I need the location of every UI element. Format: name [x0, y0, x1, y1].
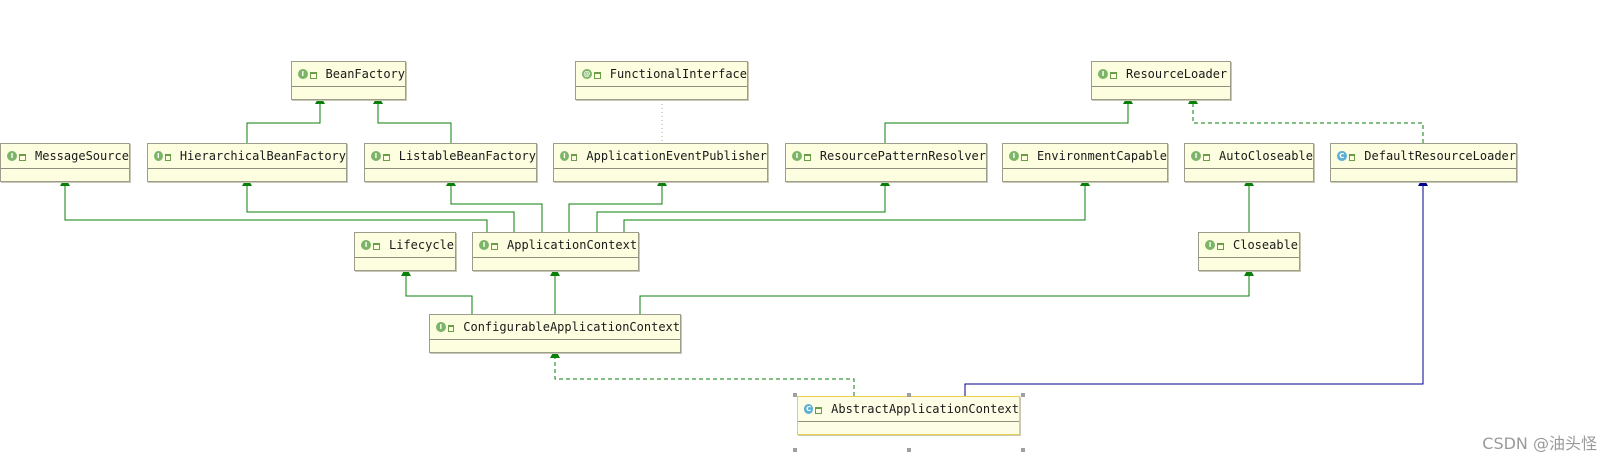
- node-label: ResourcePatternResolver: [819, 149, 986, 163]
- selection-handle[interactable]: [1021, 448, 1025, 452]
- lock-icon: [382, 153, 390, 161]
- node-label: MessageSource: [35, 149, 129, 163]
- edge-actx-lbf: [446, 177, 543, 232]
- node-label: FunctionalInterface: [609, 67, 747, 81]
- edge-lbf-bf: [373, 95, 452, 143]
- edge-actx-aep: [568, 177, 667, 232]
- selection-handle[interactable]: [793, 393, 797, 397]
- class-icon: C: [1337, 151, 1347, 161]
- edge-cac-lc: [401, 267, 473, 314]
- lock-icon: [373, 242, 380, 250]
- node-label: ApplicationEventPublisher: [586, 149, 767, 163]
- node-abstractapplicationcontext[interactable]: C AbstractApplicationContext: [797, 396, 1020, 435]
- lock-icon: [1020, 153, 1028, 161]
- edge-actx-ec: [623, 177, 1090, 232]
- lock-icon: [164, 153, 171, 161]
- node-label: DefaultResourceLoader: [1364, 149, 1516, 163]
- lock-icon: [1110, 71, 1117, 79]
- lock-icon: [1203, 153, 1210, 161]
- interface-icon: I: [1191, 151, 1201, 161]
- node-functionalinterface[interactable]: @ FunctionalInterface: [575, 61, 748, 100]
- node-environmentcapable[interactable]: I EnvironmentCapable: [1002, 143, 1168, 182]
- node-applicationcontext[interactable]: I ApplicationContext: [472, 232, 639, 271]
- interface-icon: I: [792, 151, 802, 161]
- edge-rpr-rl: [884, 95, 1133, 143]
- node-hierarchicalbeanfactory[interactable]: I HierarchicalBeanFactory: [147, 143, 347, 182]
- interface-icon: I: [1205, 240, 1215, 250]
- lock-icon: [815, 406, 823, 414]
- node-label: ApplicationContext: [507, 238, 638, 252]
- node-closeable[interactable]: I Closeable: [1198, 232, 1300, 271]
- node-messagesource[interactable]: I MessageSource: [0, 143, 130, 182]
- node-label: ResourceLoader: [1126, 67, 1228, 81]
- node-resourceloader[interactable]: I ResourceLoader: [1091, 61, 1231, 100]
- class-icon: C: [804, 404, 814, 414]
- node-resourcepatternresolver[interactable]: I ResourcePatternResolver: [785, 143, 987, 182]
- node-label: EnvironmentCapable: [1036, 149, 1167, 163]
- lock-icon: [803, 153, 811, 161]
- node-label: AbstractApplicationContext: [831, 402, 1019, 416]
- interface-icon: I: [154, 151, 163, 161]
- lock-icon: [491, 242, 498, 250]
- interface-icon: I: [1009, 151, 1019, 161]
- edge-hbf-bf: [246, 95, 325, 143]
- node-label: ConfigurableApplicationContext: [463, 320, 680, 334]
- node-label: BeanFactory: [325, 67, 405, 81]
- edge-actx-ms: [60, 177, 488, 232]
- lock-icon: [1348, 153, 1356, 161]
- lock-icon: [309, 71, 317, 79]
- interface-icon: I: [371, 151, 381, 161]
- node-beanfactory[interactable]: I BeanFactory: [291, 61, 406, 100]
- node-listablebeanfactory[interactable]: I ListableBeanFactory: [364, 143, 537, 182]
- node-lifecycle[interactable]: I Lifecycle: [354, 232, 456, 271]
- selection-handle[interactable]: [907, 393, 911, 397]
- node-applicationeventpublisher[interactable]: I ApplicationEventPublisher: [553, 143, 768, 182]
- edge-cac-cl: [639, 267, 1254, 314]
- edge-actx-rpr: [596, 177, 890, 232]
- selection-handle[interactable]: [793, 448, 797, 452]
- interface-icon: I: [7, 151, 17, 161]
- interface-icon: I: [436, 322, 446, 332]
- node-label: Lifecycle: [389, 238, 455, 252]
- interface-icon: I: [479, 240, 489, 250]
- lock-icon: [570, 153, 578, 161]
- lock-icon: [447, 324, 455, 332]
- node-label: AutoCloseable: [1219, 149, 1313, 163]
- edge-aac-drl: [964, 177, 1428, 396]
- watermark: CSDN @油头怪: [1482, 434, 1597, 453]
- lock-icon: [19, 153, 26, 161]
- interface-icon: I: [298, 69, 308, 79]
- edge-actx-hbf: [242, 177, 515, 232]
- node-configurableapplicationcontext[interactable]: I ConfigurableApplicationContext: [429, 314, 681, 353]
- interface-icon: I: [1098, 69, 1108, 79]
- selection-handle[interactable]: [907, 448, 911, 452]
- interface-icon: I: [361, 240, 371, 250]
- edge-aac-cac: [550, 349, 855, 396]
- edge-drl-rl: [1188, 95, 1424, 143]
- node-label: Closeable: [1233, 238, 1299, 252]
- node-label: HierarchicalBeanFactory: [179, 149, 346, 163]
- annotation-icon: @: [582, 69, 592, 79]
- lock-icon: [593, 71, 601, 79]
- selection-handle[interactable]: [1021, 393, 1025, 397]
- node-autocloseable[interactable]: I AutoCloseable: [1184, 143, 1314, 182]
- interface-icon: I: [560, 151, 569, 161]
- node-label: ListableBeanFactory: [398, 149, 536, 163]
- lock-icon: [1217, 242, 1224, 250]
- node-defaultresourceloader[interactable]: C DefaultResourceLoader: [1330, 143, 1517, 182]
